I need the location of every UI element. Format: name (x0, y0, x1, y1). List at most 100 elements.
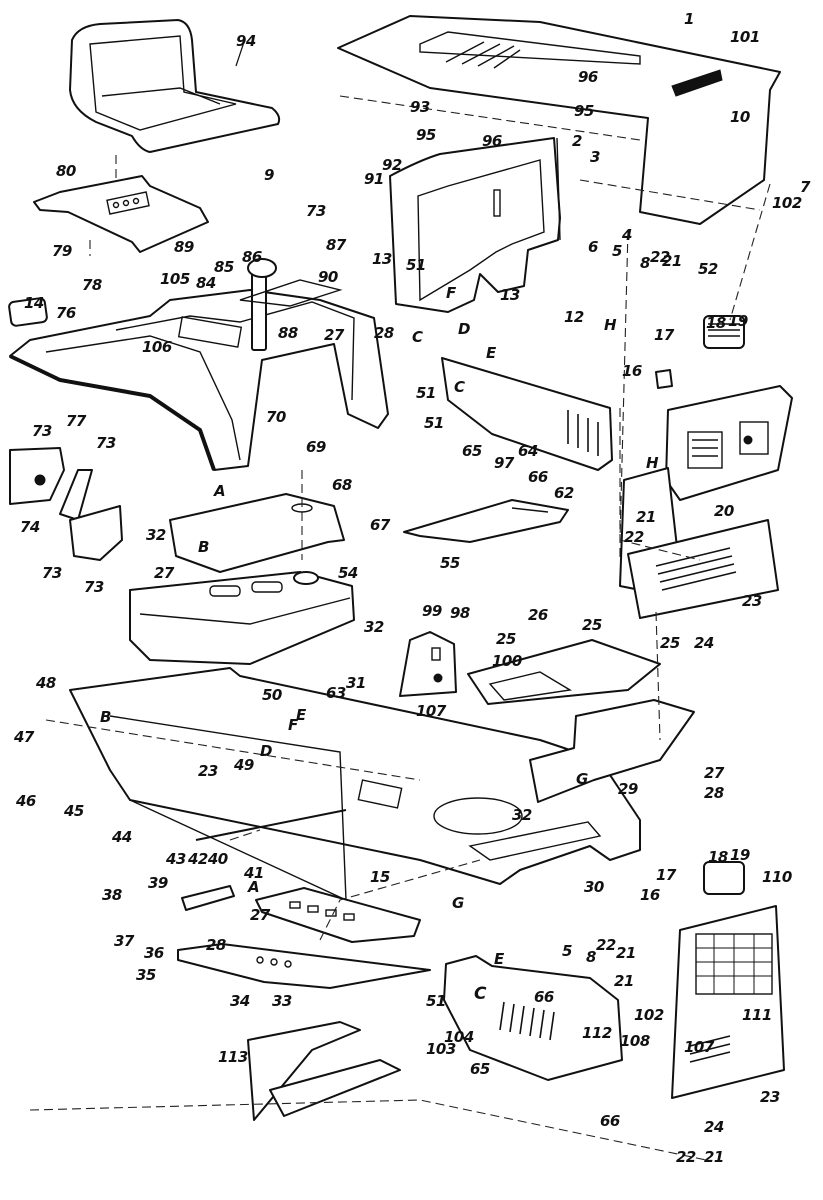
callout-103: 103 (426, 1040, 456, 1058)
callout-D2: D (260, 742, 272, 760)
callout-38: 38 (102, 886, 122, 904)
callout-2: 2 (572, 132, 582, 150)
callout-65b: 65 (470, 1060, 490, 1078)
callout-70: 70 (266, 408, 286, 426)
callout-77: 77 (66, 412, 86, 430)
callout-87: 87 (326, 236, 346, 254)
callout-5a: 5 (612, 242, 622, 260)
callout-43: 43 (166, 850, 186, 868)
callout-73e: 73 (84, 578, 104, 596)
footrest-part (177, 885, 431, 989)
callout-8b: 8 (586, 948, 596, 966)
callout-108: 108 (620, 1032, 650, 1050)
callout-36: 36 (144, 944, 164, 962)
callout-21d: 21 (614, 972, 634, 990)
fender-part (9, 289, 389, 471)
callout-73a: 73 (306, 202, 326, 220)
callout-37: 37 (114, 932, 134, 950)
callout-A2: A (248, 878, 260, 896)
callout-90: 90 (318, 268, 338, 286)
callout-17b: 17 (656, 866, 676, 884)
callout-21e: 21 (704, 1148, 724, 1166)
callout-89: 89 (174, 238, 194, 256)
callout-51d: 51 (426, 992, 446, 1010)
callout-B1: B (198, 538, 209, 556)
callout-73d: 73 (42, 564, 62, 582)
callout-22d: 22 (676, 1148, 696, 1166)
callout-111: 111 (742, 1006, 772, 1024)
callout-8a: 8 (640, 254, 650, 272)
callout-28a: 28 (374, 324, 394, 342)
callout-79: 79 (52, 242, 72, 260)
callout-47: 47 (14, 728, 34, 746)
callout-C3: C (474, 984, 486, 1004)
frame-part (69, 667, 641, 902)
callout-23a: 23 (742, 592, 762, 610)
callout-27a: 27 (324, 326, 344, 344)
callout-105: 105 (160, 270, 190, 288)
callout-6: 6 (588, 238, 598, 256)
callout-24a: 24 (694, 634, 714, 652)
callout-51a: 51 (406, 256, 426, 274)
callout-F1: F (446, 284, 456, 302)
callout-34: 34 (230, 992, 250, 1010)
callout-93: 93 (410, 98, 430, 116)
callout-G2: G (452, 894, 464, 912)
callout-67: 67 (370, 516, 390, 534)
callout-25b: 25 (496, 630, 516, 648)
callout-54: 54 (338, 564, 358, 582)
callout-9: 9 (264, 166, 274, 184)
callout-104: 104 (444, 1028, 474, 1046)
seat-plate-part (33, 155, 209, 256)
callout-20: 20 (714, 502, 734, 520)
callout-18a: 18 (706, 314, 726, 332)
callout-73c: 73 (96, 434, 116, 452)
callout-21a: 21 (662, 252, 682, 270)
callout-97: 97 (494, 454, 514, 472)
callout-21b: 21 (636, 508, 656, 526)
hood-part (337, 15, 781, 225)
callout-E2: E (296, 706, 306, 724)
callout-A1: A (214, 482, 226, 500)
callout-13a: 13 (372, 250, 392, 268)
callout-99: 99 (422, 602, 442, 620)
callout-26: 26 (528, 606, 548, 624)
callout-112: 112 (582, 1024, 612, 1042)
callout-27d: 27 (250, 906, 270, 924)
callout-102a: 102 (772, 194, 802, 212)
callout-78: 78 (82, 276, 102, 294)
callout-66c: 66 (600, 1112, 620, 1130)
callout-49: 49 (234, 756, 254, 774)
callout-66b: 66 (534, 988, 554, 1006)
callout-51c: 51 (424, 414, 444, 432)
callout-G1: G (576, 770, 588, 788)
callout-1: 1 (684, 10, 694, 28)
callout-D1: D (458, 320, 470, 338)
callout-88: 88 (278, 324, 298, 342)
callout-27c: 27 (704, 764, 724, 782)
callout-62: 62 (554, 484, 574, 502)
callout-3: 3 (590, 148, 600, 166)
callout-80: 80 (56, 162, 76, 180)
callout-66a: 66 (528, 468, 548, 486)
grille-housing-lower-part (671, 861, 785, 1099)
dash-cover-part (441, 357, 621, 560)
callout-32a: 32 (146, 526, 166, 544)
callout-98: 98 (450, 604, 470, 622)
callout-31: 31 (346, 674, 366, 692)
callout-33: 33 (272, 992, 292, 1010)
callout-27b: 27 (154, 564, 174, 582)
battery-tray-part (403, 499, 569, 543)
callout-30: 30 (584, 878, 604, 896)
callout-96a: 96 (578, 68, 598, 86)
callout-18b: 18 (708, 848, 728, 866)
callout-45: 45 (64, 802, 84, 820)
callout-64: 64 (518, 442, 538, 460)
console-bracket-part (399, 631, 661, 705)
callout-10: 10 (730, 108, 750, 126)
callout-32b: 32 (364, 618, 384, 636)
callout-44: 44 (112, 828, 132, 846)
callout-25a: 25 (582, 616, 602, 634)
callout-35: 35 (136, 966, 156, 984)
